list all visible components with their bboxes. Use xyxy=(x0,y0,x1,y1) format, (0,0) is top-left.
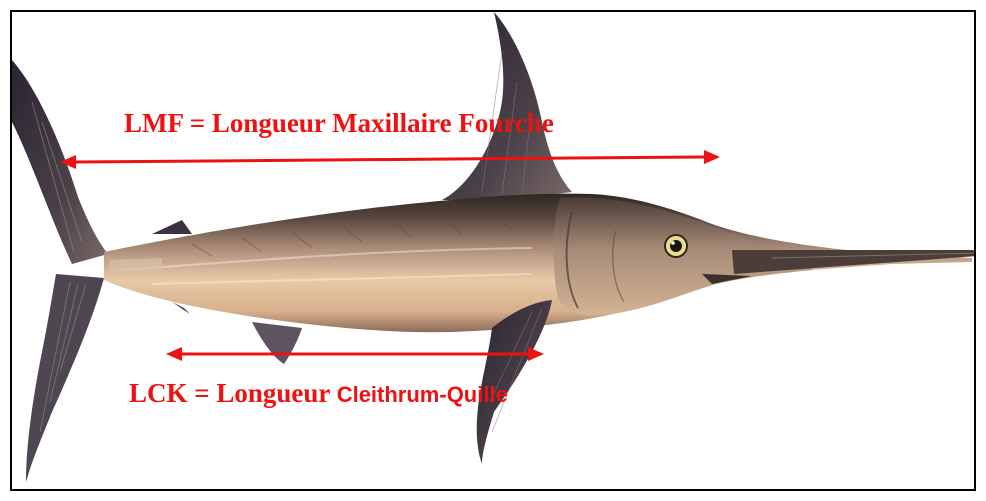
second-dorsal-fin xyxy=(152,220,192,234)
lmf-label: LMF = Longueur Maxillaire Fourche xyxy=(124,110,554,137)
dorsal-fin xyxy=(442,12,572,200)
anal-fin xyxy=(252,322,302,364)
lck-label: LCK = Longueur Cleithrum-Quille xyxy=(129,380,508,407)
lck-label-serif: LCK = Longueur xyxy=(129,378,337,408)
lck-label-sans: Cleithrum-Quille xyxy=(337,382,508,407)
lmf-label-text: LMF = Longueur Maxillaire Fourche xyxy=(124,108,554,138)
keel xyxy=(110,258,162,274)
lmf-arrowhead-right xyxy=(704,150,720,164)
diagram-frame: LMF = Longueur Maxillaire Fourche LCK = … xyxy=(10,10,976,491)
lmf-arrow xyxy=(60,150,720,169)
lck-arrowhead-left xyxy=(166,347,182,361)
lck-arrowhead-right xyxy=(528,347,544,361)
swordfish-illustration xyxy=(12,12,976,491)
